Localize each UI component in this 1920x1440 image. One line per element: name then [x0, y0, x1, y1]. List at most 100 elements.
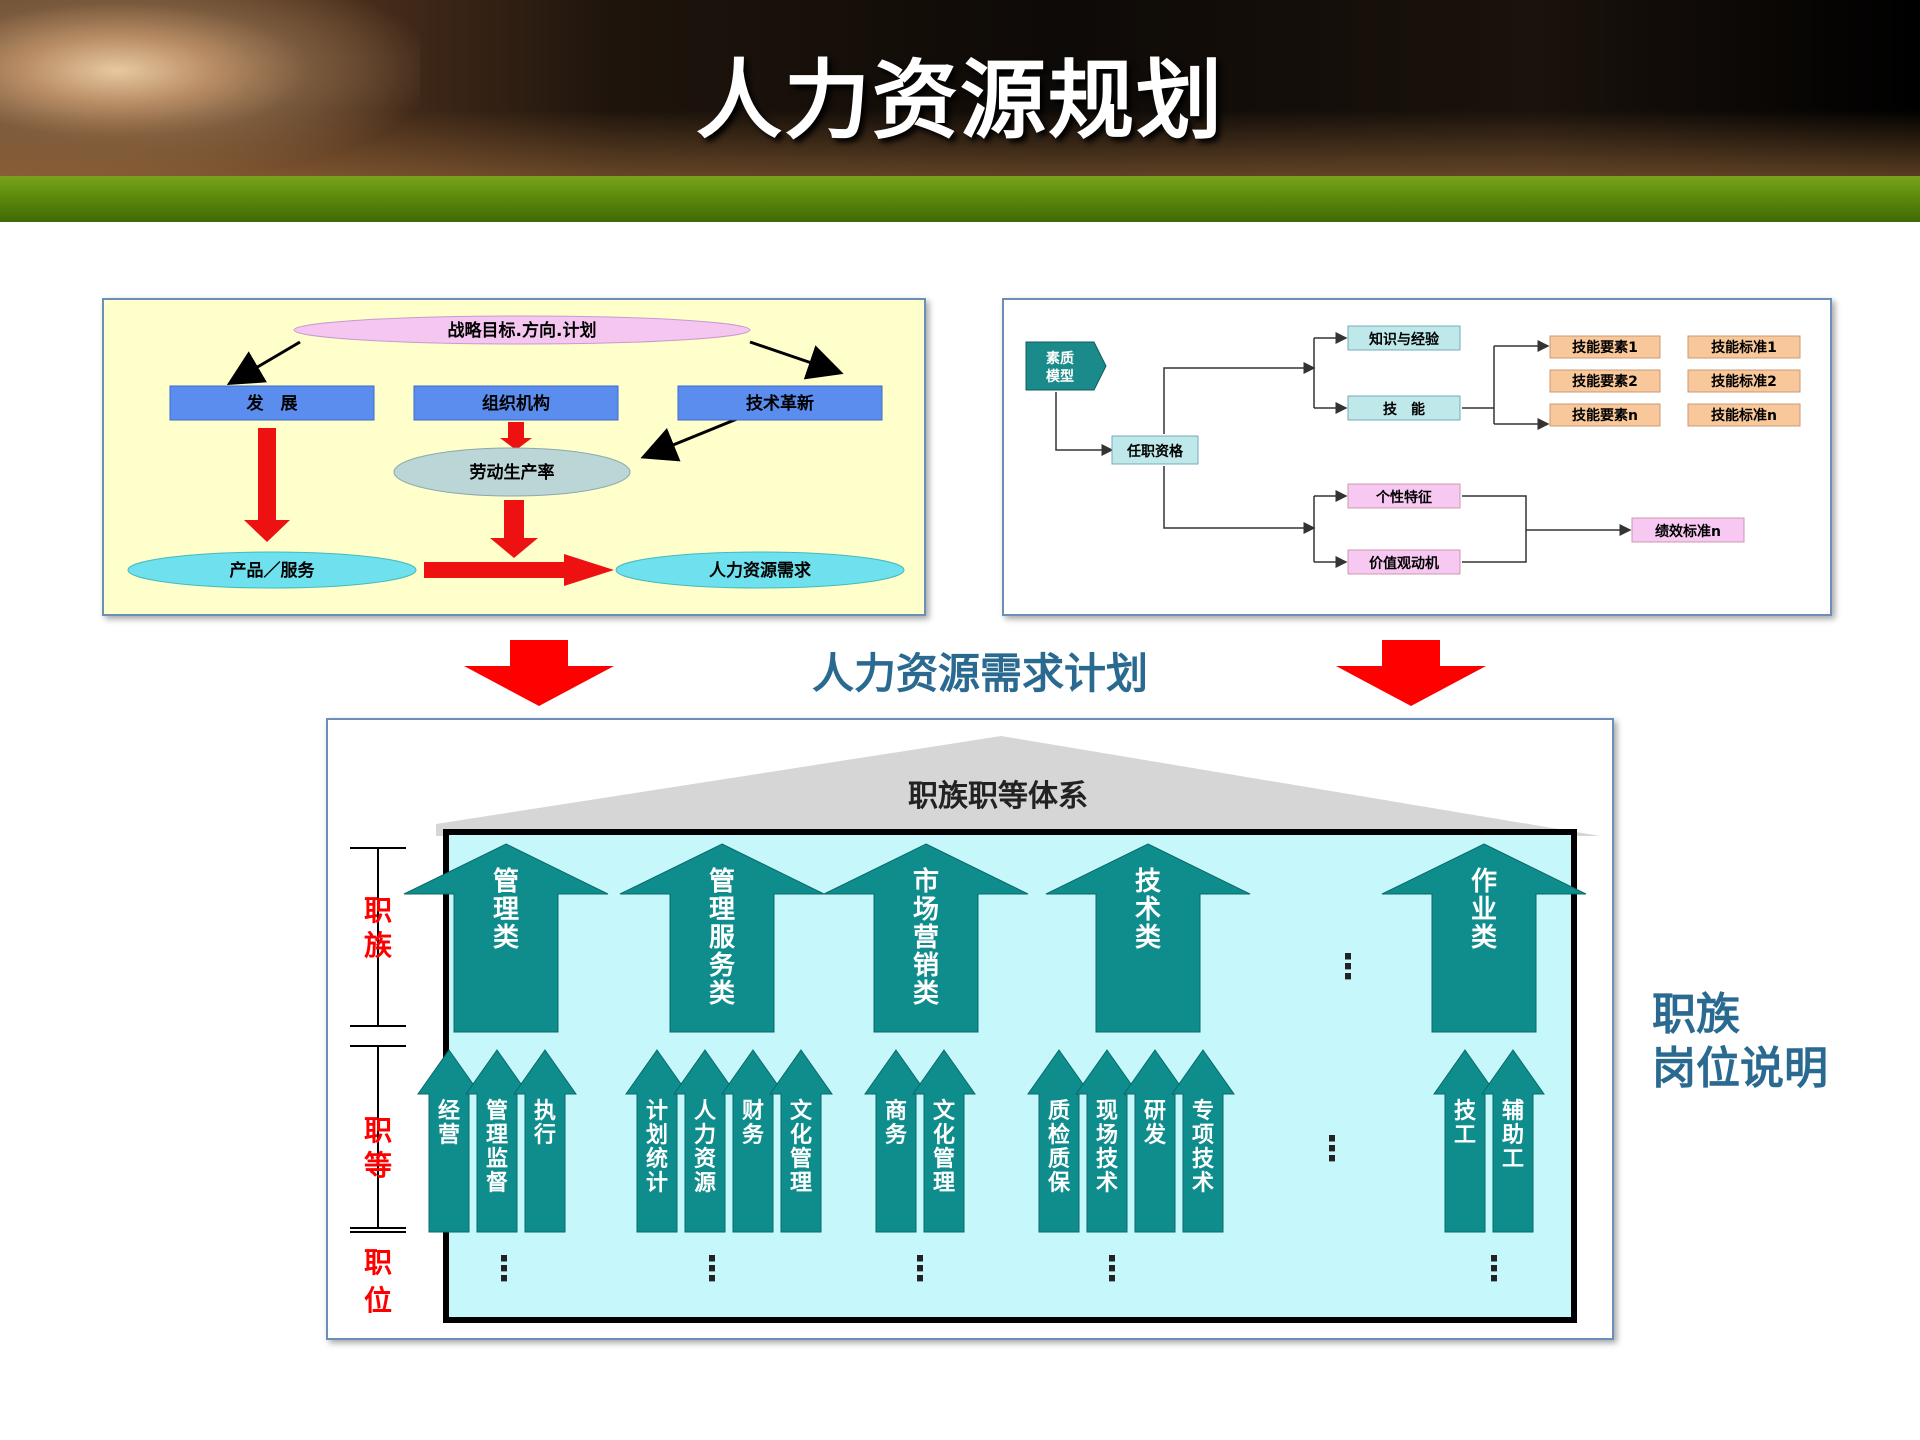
arrow-to-tech	[749, 340, 844, 380]
side-label-line2: 岗位说明	[1652, 1043, 1828, 1094]
row-label: 职族	[364, 894, 393, 962]
connector-to-upper	[1163, 362, 1316, 434]
org-to-productivity-arrow	[500, 422, 532, 450]
roof-shape	[436, 736, 1600, 836]
job-grade-label: 技工	[1454, 1099, 1477, 1148]
skill-element-label: 技能要素2	[1572, 373, 1638, 390]
skill-standards-column: 技能标准1 技能标准2 技能标准n	[1687, 335, 1801, 427]
skill-node	[1347, 395, 1461, 421]
job-family-label: 作业类	[1471, 867, 1497, 953]
skill-standard-label: 技能标准n	[1711, 407, 1777, 424]
personality-label: 个性特征	[1375, 489, 1432, 506]
row-label: 职位	[364, 1246, 392, 1317]
job-grade-arrow	[513, 1049, 577, 1233]
job-family-arrow	[823, 843, 1029, 1033]
page-title: 人力资源规划	[696, 51, 1224, 151]
header-green-bar	[0, 176, 1920, 222]
job-grade-label: 质检质保	[1047, 1099, 1071, 1196]
job-family-label: 技术类	[1135, 867, 1161, 953]
strategy-ellipse	[293, 315, 751, 345]
qualification-label: 任职资格	[1126, 443, 1184, 460]
qualification-node	[1111, 435, 1199, 465]
center-label: 人力资源需求计划	[811, 649, 1148, 698]
ellipsis-marker: ⋮	[1095, 1249, 1129, 1289]
job-grade-label: 辅助工	[1502, 1098, 1524, 1172]
row-label: 职等	[364, 1114, 392, 1182]
job-grade-label: 文化管理	[790, 1098, 813, 1196]
demand-label: 人力资源需求	[709, 560, 811, 581]
performance-label: 绩效标准n	[1655, 523, 1721, 540]
competency-model-label-2: 模型	[1046, 368, 1074, 385]
ellipsis-marker: ⋮	[487, 1249, 521, 1289]
skill-element-box	[1549, 369, 1661, 393]
organization-label: 组织机构	[482, 393, 550, 414]
job-family-label: 市场营销类	[913, 866, 939, 1009]
connector-to-lower	[1163, 466, 1316, 534]
organization-box	[413, 385, 619, 421]
bottom-diagram-panel: 职族职等体系 职族职等职位 管理类 管理服务类 市场营销类 技术类 作业类 经营 管理监督…	[326, 718, 1614, 1340]
header-sheen	[0, 110, 1920, 176]
job-grade-label: 商务	[885, 1098, 908, 1148]
ellipsis-marker: ⋮	[1477, 1249, 1511, 1289]
skill-element-label: 技能要素n	[1572, 407, 1638, 424]
ellipsis-marker: ⋮	[1315, 1129, 1349, 1169]
job-family-label: 管理服务类	[709, 867, 736, 1009]
product-to-demand-arrow	[424, 554, 614, 586]
job-family-arrow	[1381, 843, 1587, 1033]
ellipsis-marker: ⋮	[903, 1249, 937, 1289]
left-diagram-panel: 战略目标.方向.计划 发 展 组织机构 技术革新 劳动生产率 产品／服务 人力资…	[102, 298, 926, 616]
knowledge-node	[1347, 325, 1461, 351]
skill-standard-box	[1687, 369, 1801, 393]
productivity-to-demand-arrow	[490, 500, 538, 558]
skill-element-label: 技能要素1	[1572, 339, 1638, 356]
skill-standard-label: 技能标准2	[1711, 373, 1777, 390]
knowledge-label: 知识与经验	[1369, 331, 1440, 348]
personality-node	[1347, 483, 1461, 509]
ellipsis-marker: ⋮	[1331, 947, 1365, 987]
job-grade-label: 管理监督	[486, 1098, 508, 1196]
job-family-arrow	[1045, 843, 1251, 1033]
right-diagram-panel: 素质 模型 任职资格 知识与经验 技 能 个性特征 价值观动机 技能要素1	[1002, 298, 1832, 616]
values-node	[1347, 549, 1461, 575]
job-grade-label: 经营	[438, 1098, 460, 1148]
left-down-arrow	[464, 640, 614, 706]
skill-elements-column: 技能要素1 技能要素2 技能要素n	[1549, 335, 1661, 427]
job-grade-arrow	[1171, 1049, 1235, 1233]
job-grade-label: 专项技术	[1192, 1098, 1215, 1196]
side-label-line1: 职族	[1652, 989, 1740, 1040]
job-grade-label: 执行	[533, 1099, 556, 1148]
performance-node	[1631, 517, 1745, 543]
development-label: 发 展	[246, 393, 298, 414]
job-family-label: 管理类	[493, 867, 519, 953]
job-grade-arrow	[1481, 1049, 1545, 1233]
skill-element-box	[1549, 403, 1661, 427]
tech-innovation-box	[677, 385, 883, 421]
left-diagram: 战略目标.方向.计划 发 展 组织机构 技术革新 劳动生产率 产品／服务 人力资…	[127, 315, 905, 589]
demand-ellipse	[615, 551, 905, 589]
job-grade-label: 研发	[1143, 1099, 1167, 1148]
connector-root-qualification	[1055, 392, 1114, 456]
job-grade-label: 现场技术	[1096, 1099, 1119, 1196]
product-label: 产品／服务	[230, 560, 316, 581]
right-down-arrow	[1336, 640, 1486, 706]
tech-innovation-label: 技术革新	[746, 393, 814, 414]
job-family-arrow	[403, 843, 609, 1033]
job-grade-label: 财务	[742, 1099, 765, 1148]
skill-label: 技 能	[1383, 401, 1425, 418]
job-grade-label: 文化管理	[933, 1098, 956, 1196]
job-family-arrow	[619, 843, 825, 1033]
development-box	[169, 385, 375, 421]
job-grade-label: 计划统计	[646, 1099, 668, 1196]
skill-element-box	[1549, 335, 1661, 359]
strategy-label: 战略目标.方向.计划	[448, 320, 597, 341]
productivity-ellipse	[393, 447, 631, 497]
roof-label: 职族职等体系	[908, 779, 1088, 814]
arrow-to-development	[226, 340, 301, 386]
job-grade-label: 人力资源	[694, 1099, 716, 1196]
productivity-label: 劳动生产率	[470, 462, 555, 483]
ellipsis-marker: ⋮	[695, 1249, 729, 1289]
job-grade-arrow	[769, 1049, 833, 1233]
skill-standard-box	[1687, 403, 1801, 427]
product-ellipse	[127, 551, 417, 589]
